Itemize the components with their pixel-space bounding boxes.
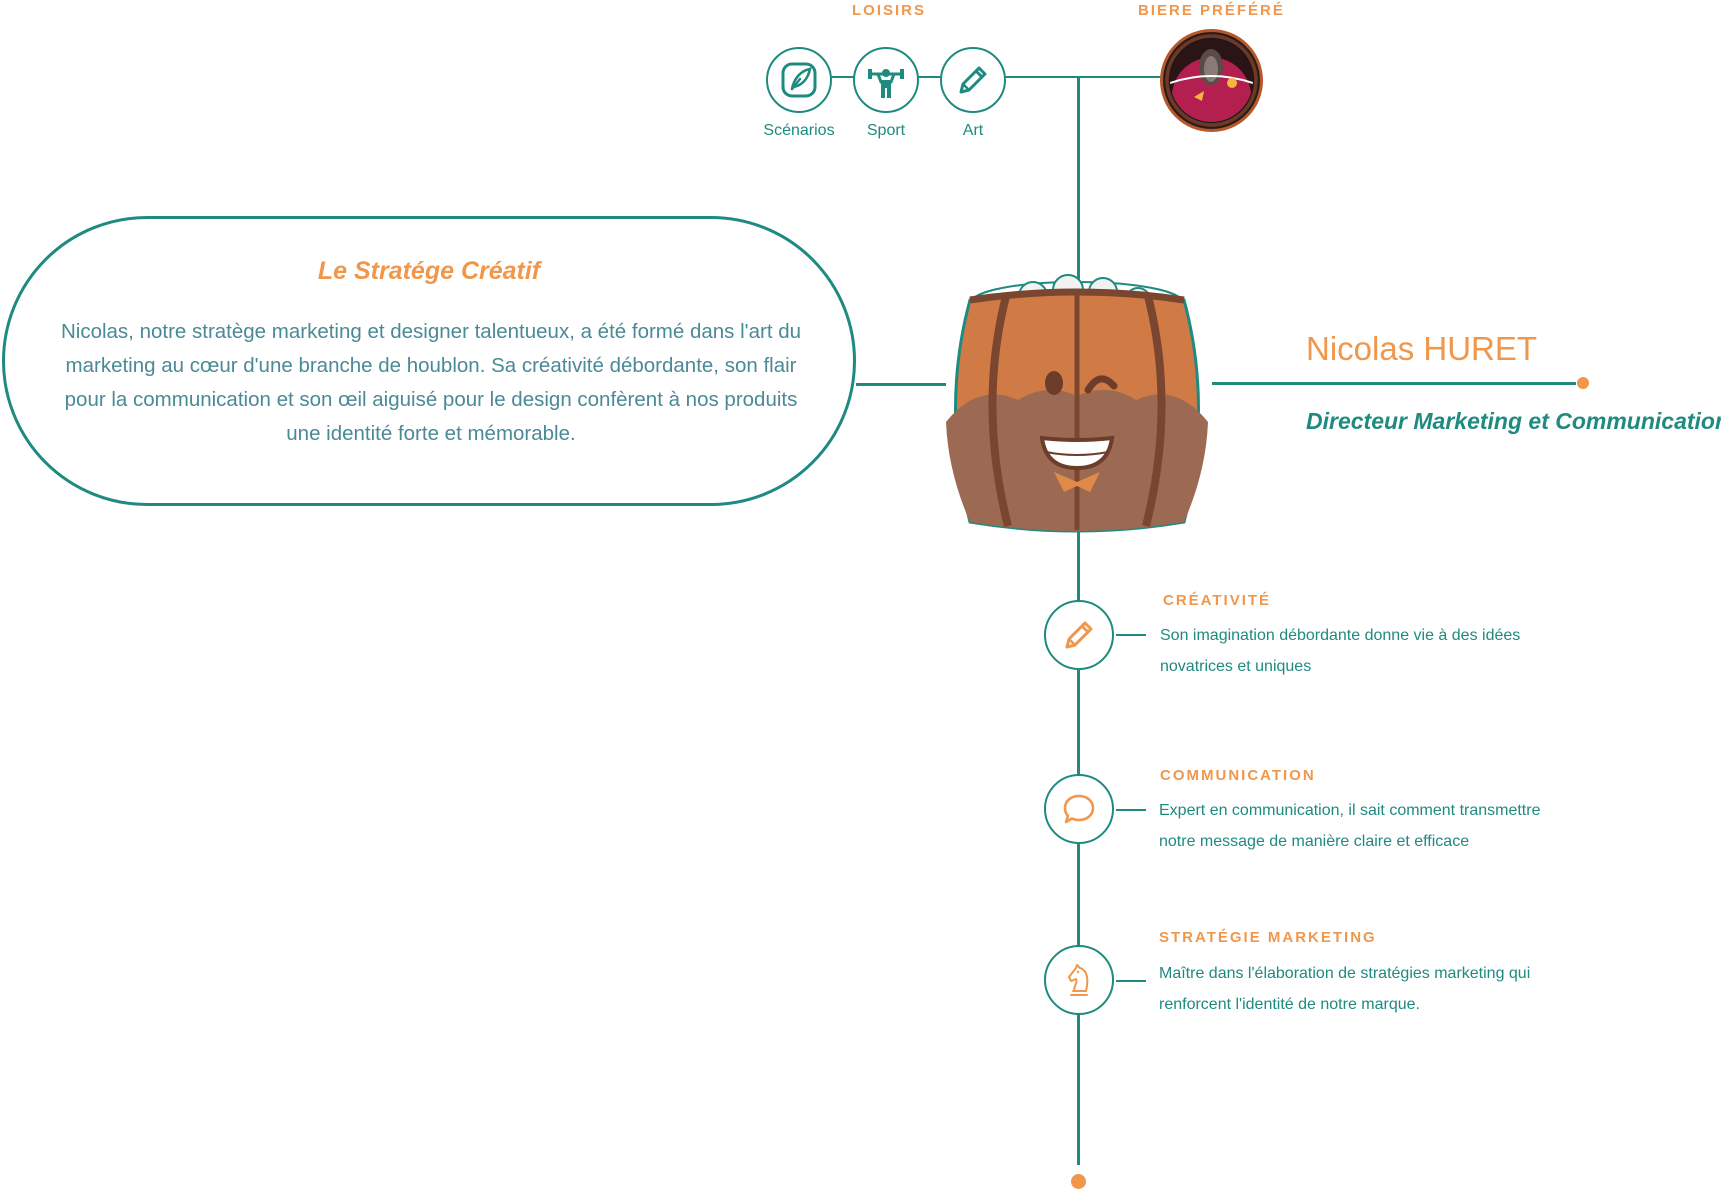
chess-knight-icon: [1068, 964, 1089, 996]
skill-connector-1: [1116, 634, 1146, 636]
bio-card: Le Stratége Créatif Nicolas, notre strat…: [2, 216, 856, 506]
barrel-mascot-avatar: [946, 274, 1208, 533]
skill-connector-3: [1116, 980, 1146, 982]
skill-title-creativite: CRÉATIVITÉ: [1163, 592, 1272, 609]
speech-bubble-icon: [1063, 794, 1095, 824]
hobbies-title: LOISIRS: [852, 2, 927, 19]
trunk-line-top: [1077, 76, 1080, 296]
pencil-icon: [959, 66, 987, 94]
beer-label-art: [1170, 39, 1253, 122]
hobby-art[interactable]: [940, 47, 1006, 113]
bio-text: Nicolas, notre stratège marketing et des…: [60, 320, 802, 445]
quill-icon: [781, 62, 817, 98]
skill-communication[interactable]: [1044, 774, 1114, 844]
profile-name: Nicolas HURET: [1306, 330, 1538, 367]
skill-strategie-marketing[interactable]: [1044, 945, 1114, 1015]
skill-connector-2: [1116, 809, 1146, 811]
hobby-label-scenarios: Scénarios: [763, 122, 835, 139]
pencil-icon: [1065, 621, 1093, 649]
hobby-scenarios[interactable]: [766, 47, 832, 113]
hobby-label-art: Art: [962, 122, 984, 139]
skill-desc-creativite: Son imagination débordante donne vie à d…: [1160, 627, 1521, 675]
name-end-dot: [1577, 377, 1589, 389]
skill-title-communication: COMMUNICATION: [1160, 767, 1316, 784]
trunk-end-dot: [1071, 1174, 1086, 1189]
name-connector-line: [1212, 382, 1576, 385]
hobby-label-sport: Sport: [866, 122, 906, 139]
profile-role: Directeur Marketing et Communication: [1306, 408, 1721, 434]
skill-desc-strategie-marketing: Maître dans l'élaboration de stratégies …: [1159, 965, 1531, 1013]
bio-connector-line: [856, 383, 946, 386]
hobby-sport[interactable]: [853, 47, 919, 113]
skill-title-strategie-marketing: STRATÉGIE MARKETING: [1159, 929, 1377, 946]
skill-desc-communication: Expert en communication, il sait comment…: [1159, 802, 1541, 850]
weightlifter-icon: [868, 69, 904, 98]
favorite-beer-badge[interactable]: [1160, 29, 1263, 132]
trunk-line-bottom: [1077, 525, 1080, 1165]
skill-creativite[interactable]: [1044, 600, 1114, 670]
beer-title: BIERE PRÉFÉRÉ: [1138, 2, 1285, 19]
bio-title: Le Stratége Créatif: [317, 257, 541, 285]
